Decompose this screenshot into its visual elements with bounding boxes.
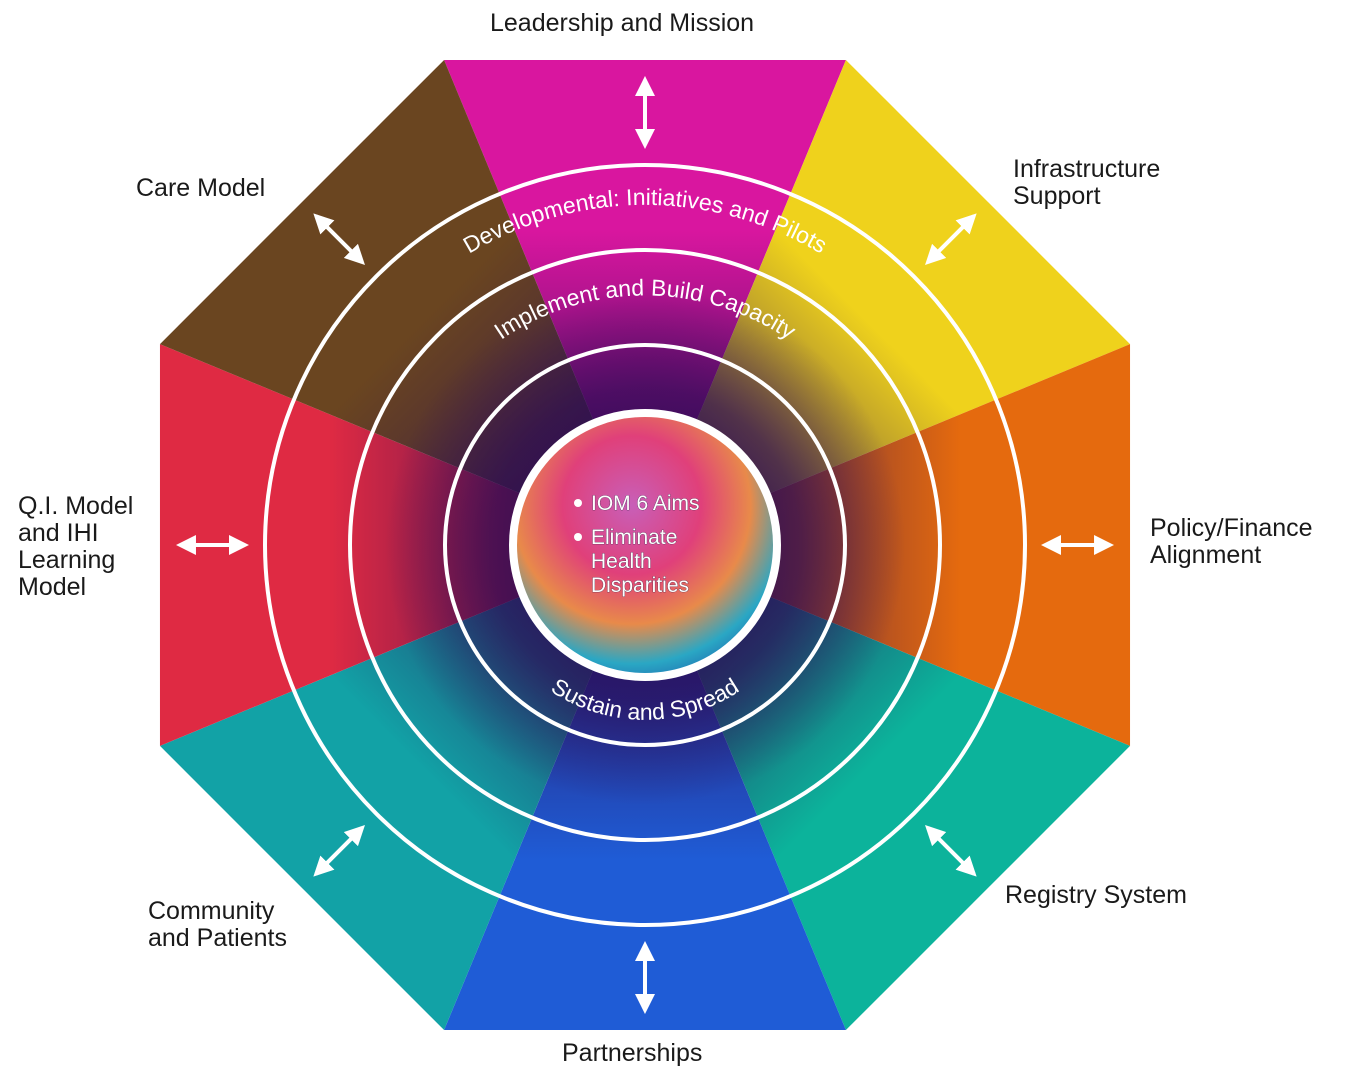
center-aim-2-line-2: Health xyxy=(591,550,652,573)
center-circle xyxy=(509,409,781,681)
label-qi-model-ihi-learning-model: Q.I. Model and IHI Learning Model xyxy=(18,492,134,601)
arrow-care-model-icon xyxy=(313,213,365,265)
center-bullet-icon xyxy=(574,533,582,541)
octagon-segments xyxy=(159,59,1131,1031)
label-community-and-patients: Community and Patients xyxy=(148,897,287,952)
label-care-model: Care Model xyxy=(136,174,266,202)
label-policy-finance-alignment: Policy/Finance Alignment xyxy=(1150,514,1313,569)
segment-arrows xyxy=(175,75,1115,1015)
arrow-registry-icon xyxy=(925,825,977,877)
label-infrastructure-support: Infrastructure Support xyxy=(1013,155,1161,210)
concentric-rings xyxy=(263,163,1027,927)
arrow-infrastructure-icon xyxy=(925,213,977,265)
ring-outer-circle xyxy=(263,163,1027,927)
center-aim-2-line-1: Eliminate xyxy=(591,526,677,549)
ring-inner-circle xyxy=(443,343,847,747)
center-bullet-icon xyxy=(574,499,582,507)
center-aim-2-line-3: Disparities xyxy=(591,574,689,597)
ring-middle-circle xyxy=(348,248,942,842)
arrow-community-icon xyxy=(313,825,365,877)
label-partnerships: Partnerships xyxy=(562,1039,703,1067)
center-aim-1-line-1: IOM 6 Aims xyxy=(591,492,700,515)
label-registry-system: Registry System xyxy=(1005,881,1187,909)
label-leadership-and-mission: Leadership and Mission xyxy=(490,9,755,37)
